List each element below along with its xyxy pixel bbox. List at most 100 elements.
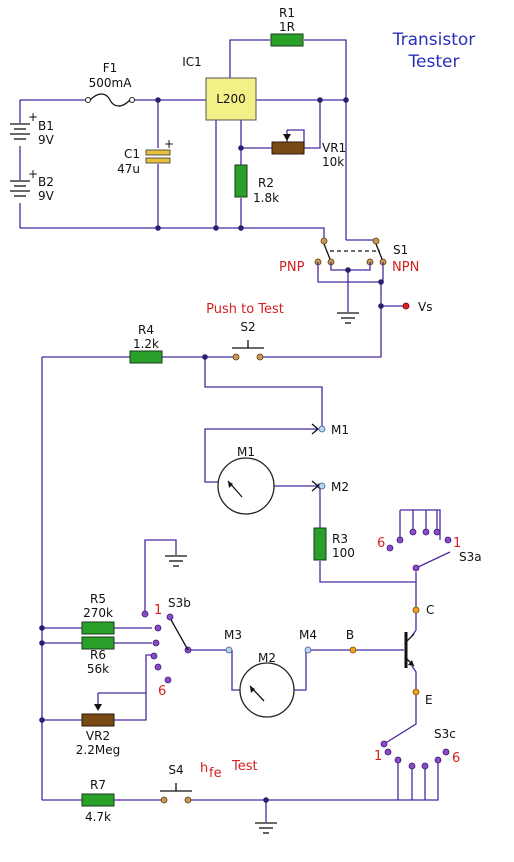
potentiometer-vr1: VR1 10k — [271, 134, 346, 169]
test-wiring — [41, 346, 451, 822]
svg-text:M1: M1 — [237, 445, 255, 459]
title-line-2: Tester — [408, 52, 460, 72]
svg-text:B2: B2 — [38, 175, 54, 189]
svg-text:Vs: Vs — [418, 300, 432, 314]
fuse-f1: F1 500mA — [85, 61, 135, 107]
resistor-r2: R2 1.8k — [234, 164, 279, 205]
svg-text:1: 1 — [453, 536, 461, 551]
svg-text:S3a: S3a — [459, 550, 482, 564]
svg-text:VR2: VR2 — [86, 729, 110, 743]
svg-text:M2: M2 — [258, 651, 276, 665]
switch-s4: S4 — [160, 763, 192, 804]
capacitor-c1: + C1 47u — [117, 137, 174, 176]
svg-text:R4: R4 — [138, 323, 154, 337]
svg-text:M1: M1 — [331, 423, 349, 437]
node-m1: M1 — [311, 423, 349, 437]
svg-text:1.8k: 1.8k — [253, 191, 279, 205]
resistor-r5: R5 270k — [81, 592, 115, 635]
svg-text:1: 1 — [154, 603, 162, 618]
regulator-ic1: L200 IC1 — [182, 55, 257, 121]
svg-text:+: + — [28, 167, 38, 181]
svg-text:+: + — [28, 110, 38, 124]
svg-text:100: 100 — [332, 546, 355, 560]
resistor-r4: R4 1.2k — [129, 323, 163, 364]
svg-text:R3: R3 — [332, 532, 348, 546]
meter-m2: M2 — [239, 651, 295, 718]
svg-text:9V: 9V — [38, 133, 55, 147]
svg-text:L200: L200 — [216, 92, 246, 106]
meter-m1: M1 — [217, 445, 275, 515]
svg-text:fe: fe — [209, 766, 222, 781]
node-b: B — [346, 628, 357, 654]
svg-text:h: h — [200, 761, 208, 776]
switch-s3c: 1 6 S3c — [374, 727, 460, 770]
svg-text:R6: R6 — [90, 648, 106, 662]
resistor-r6: R6 56k — [81, 636, 115, 676]
push-to-test-label: Push to Test — [206, 302, 284, 317]
transistor-dut — [404, 632, 415, 668]
resistor-r1: R1 1R — [270, 6, 304, 47]
ground-symbol-s3b — [165, 555, 187, 567]
svg-text:6: 6 — [158, 684, 166, 699]
svg-text:VR1: VR1 — [322, 141, 346, 155]
svg-text:R7: R7 — [90, 778, 106, 792]
svg-text:6: 6 — [452, 751, 460, 766]
svg-text:2.2Meg: 2.2Meg — [76, 743, 120, 757]
svg-text:270k: 270k — [83, 606, 113, 620]
svg-text:F1: F1 — [103, 61, 118, 75]
node-e: E — [412, 688, 433, 707]
node-m2: M2 — [311, 480, 349, 494]
ground-symbol-s1 — [337, 312, 359, 324]
svg-text:10k: 10k — [322, 155, 344, 169]
svg-text:Test: Test — [231, 759, 258, 774]
resistor-r7: R7 4.7k — [81, 778, 115, 824]
vs-terminal: Vs — [378, 300, 432, 314]
svg-text:6: 6 — [377, 536, 385, 551]
svg-text:47u: 47u — [117, 162, 140, 176]
svg-text:M3: M3 — [224, 628, 242, 642]
svg-text:56k: 56k — [87, 662, 109, 676]
title-line-1: Transistor — [392, 30, 476, 50]
switch-s1: S1 PNP NPN — [279, 237, 419, 346]
node-c: C — [412, 603, 434, 617]
battery-b1: + B1 9V — [10, 110, 55, 147]
svg-text:S3c: S3c — [434, 727, 456, 741]
svg-text:B1: B1 — [38, 119, 54, 133]
svg-text:M4: M4 — [299, 628, 317, 642]
svg-text:S4: S4 — [168, 763, 183, 777]
svg-text:S3b: S3b — [168, 596, 191, 610]
node-m3: M3 — [224, 628, 242, 654]
battery-b2: + B2 9V — [10, 167, 55, 203]
svg-text:+: + — [164, 137, 174, 151]
svg-text:1: 1 — [374, 749, 382, 764]
svg-text:E: E — [425, 693, 433, 707]
svg-text:R2: R2 — [258, 176, 274, 190]
resistor-r3: R3 100 — [313, 527, 355, 561]
hfe-test-label: h fe Test — [200, 759, 258, 781]
junction-dots-top — [155, 97, 349, 231]
power-supply-wiring — [19, 39, 376, 241]
switch-s3b: 1 6 S3b — [141, 596, 192, 699]
svg-text:1.2k: 1.2k — [133, 337, 159, 351]
svg-text:500mA: 500mA — [89, 76, 133, 90]
svg-text:R5: R5 — [90, 592, 106, 606]
svg-text:B: B — [346, 628, 354, 642]
svg-text:NPN: NPN — [392, 260, 419, 275]
svg-text:S2: S2 — [240, 320, 255, 334]
potentiometer-vr2: VR2 2.2Meg — [76, 692, 146, 757]
svg-text:M2: M2 — [331, 480, 349, 494]
svg-text:C: C — [426, 603, 434, 617]
svg-text:IC1: IC1 — [182, 55, 202, 69]
svg-text:R1: R1 — [279, 6, 295, 20]
svg-text:PNP: PNP — [279, 260, 305, 275]
svg-text:4.7k: 4.7k — [85, 810, 111, 824]
ground-symbol-bottom — [255, 822, 277, 834]
junction-dots-test — [39, 354, 323, 803]
node-m4: M4 — [299, 628, 317, 654]
svg-text:9V: 9V — [38, 189, 55, 203]
switch-s2: S2 — [232, 320, 264, 361]
svg-text:S1: S1 — [393, 243, 408, 257]
switch-s3a: 6 1 S3a — [377, 528, 482, 572]
svg-text:C1: C1 — [124, 147, 140, 161]
